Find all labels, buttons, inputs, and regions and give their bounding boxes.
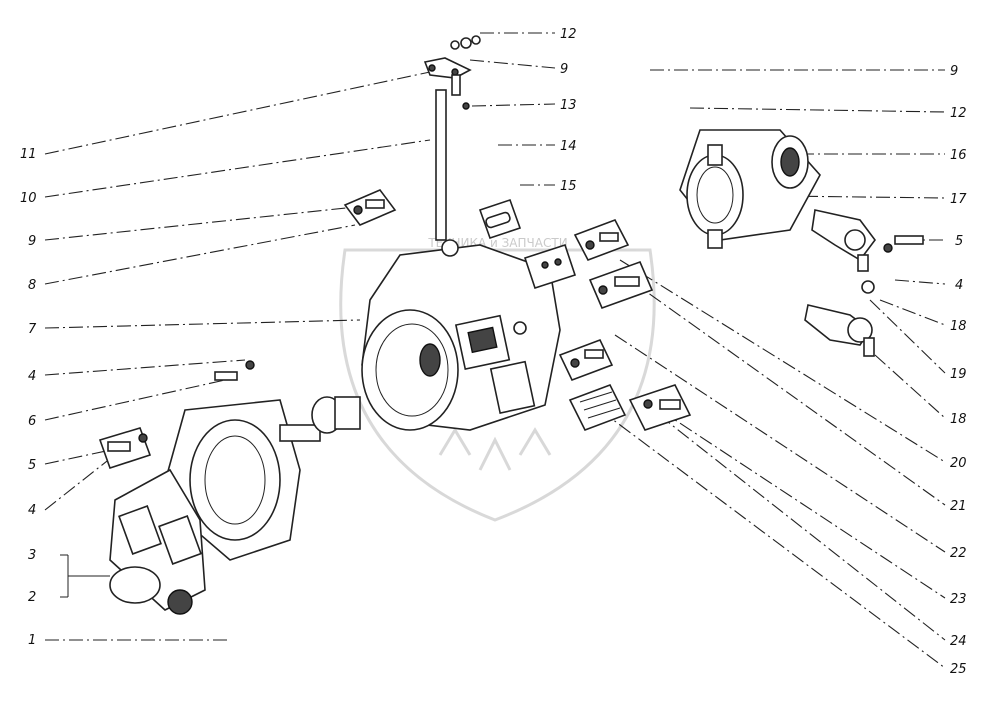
label-24: 24	[950, 634, 967, 649]
bolt-card-5-left	[98, 427, 152, 470]
label-4-right: 4	[955, 278, 963, 293]
cover-14	[478, 198, 522, 240]
label-2: 2	[28, 590, 36, 605]
bolt-4-upper	[214, 360, 255, 381]
label-12-top: 12	[560, 27, 577, 42]
label-23: 23	[950, 592, 967, 607]
label-8: 8	[28, 278, 36, 293]
bolt-card-23-24	[628, 384, 692, 431]
label-7: 7	[28, 322, 37, 337]
label-18-upper: 18	[950, 319, 967, 334]
label-4-left-upper: 4	[28, 369, 36, 384]
fork-18-upper	[811, 209, 876, 272]
clutch-housing-7	[361, 239, 561, 431]
label-5-right: 5	[955, 234, 963, 249]
label-16: 16	[950, 148, 967, 163]
callout-labels: 12 9 13 14 15 11 10 9 8 7 4 6 5 4 3 2 1 …	[20, 27, 967, 677]
bearing-16	[771, 135, 809, 189]
flange-6	[311, 396, 361, 434]
label-9-top: 9	[560, 62, 568, 77]
label-21: 21	[950, 499, 967, 514]
shaft-10	[435, 89, 447, 241]
label-5-left: 5	[28, 458, 36, 473]
label-11: 11	[20, 147, 37, 162]
gasket-card-9-left	[343, 189, 397, 226]
label-17: 17	[950, 192, 967, 207]
label-19: 19	[950, 367, 967, 382]
fork-18-lower	[804, 304, 875, 357]
label-6: 6	[28, 414, 36, 429]
label-4-left-lower: 4	[28, 503, 36, 518]
washer-12-top	[450, 35, 481, 50]
label-9-right: 9	[950, 64, 958, 79]
label-3: 3	[28, 548, 36, 563]
label-10: 10	[20, 191, 37, 206]
bolt-card-9-right	[573, 219, 630, 261]
label-15: 15	[560, 179, 577, 194]
label-9-left: 9	[28, 234, 36, 249]
label-18-lower: 18	[950, 412, 967, 427]
label-25: 25	[950, 662, 967, 677]
bolt-5-right	[883, 235, 924, 253]
label-13: 13	[560, 98, 577, 113]
label-14: 14	[560, 139, 577, 154]
pump-assembly-1	[109, 399, 321, 615]
gasket-25	[568, 383, 627, 432]
label-1: 1	[28, 633, 36, 648]
lever-11	[423, 57, 472, 96]
label-22: 22	[950, 546, 967, 561]
bolt-card-21	[588, 260, 654, 310]
label-20: 20	[950, 456, 967, 471]
washer-19	[861, 280, 875, 294]
plate-15	[523, 243, 577, 290]
bolt-card-22	[558, 338, 614, 382]
pin-13	[462, 102, 470, 110]
label-12-right: 12	[950, 106, 967, 121]
